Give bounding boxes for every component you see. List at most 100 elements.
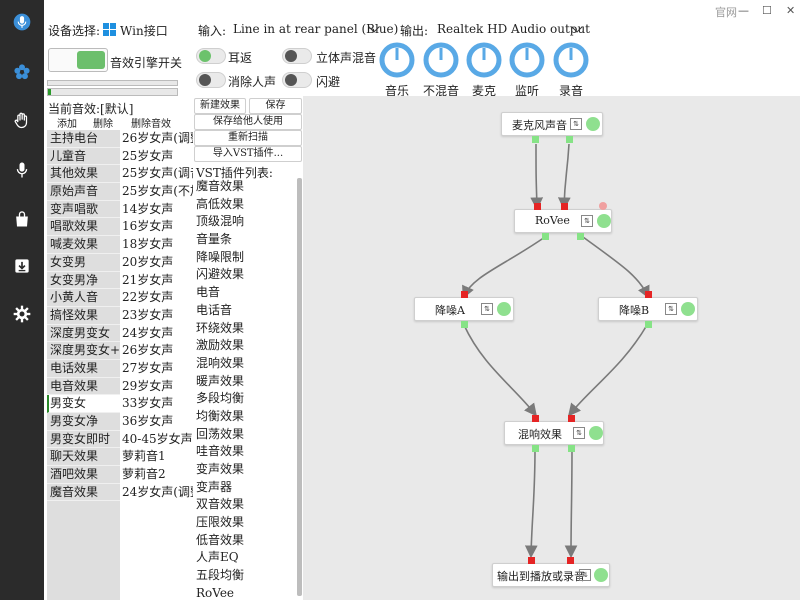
input-port[interactable] [645, 291, 652, 298]
vst-item[interactable]: 音量条 [196, 232, 233, 247]
monitor-volume-knob[interactable]: 监听 [509, 42, 545, 99]
ducking-toggle[interactable] [282, 72, 312, 88]
save-button[interactable]: 保存 [249, 98, 302, 114]
voice-item[interactable]: 20岁女声 [122, 254, 174, 269]
input-port[interactable] [461, 291, 468, 298]
input-port[interactable] [567, 557, 574, 564]
input-port[interactable] [532, 415, 539, 422]
preset-item[interactable]: 深度男变女+混响 [47, 342, 120, 360]
no-mix-knob[interactable]: 不混音 [423, 42, 459, 99]
voice-item[interactable]: 36岁女声 [122, 414, 174, 428]
node-settings-icon[interactable]: ⇅ [581, 215, 593, 227]
voice-item[interactable]: 33岁女声 [122, 396, 174, 411]
preset-item[interactable]: 变声唱歌 [47, 201, 120, 219]
preset-item[interactable]: 聊天效果 [47, 448, 120, 467]
vst-item[interactable]: 混响效果 [196, 355, 245, 370]
vst-item[interactable]: 低音效果 [196, 532, 245, 547]
preset-item[interactable]: 唱歌效果 [47, 218, 120, 237]
voice-item[interactable]: 40-45岁女声 [122, 431, 193, 446]
preset-item[interactable]: 喊麦效果 [47, 236, 120, 254]
output-port[interactable] [542, 233, 549, 240]
mic-icon[interactable] [0, 150, 44, 190]
input-port[interactable] [528, 557, 535, 564]
music-volume-knob[interactable]: 音乐 [379, 42, 415, 99]
vst-item[interactable]: RoVee [196, 585, 235, 600]
voice-item[interactable]: 24岁女声(调整后) [122, 484, 193, 499]
output-port[interactable] [566, 136, 573, 143]
voice-item[interactable]: 18岁女声 [122, 237, 174, 252]
vst-item[interactable]: 多段均衡 [196, 391, 245, 406]
official-site-link[interactable]: 官网 [715, 6, 737, 19]
preset-item[interactable]: 电话效果 [47, 360, 120, 378]
graph-node-rovee[interactable]: RoVee ⇅ [514, 209, 612, 233]
vst-item[interactable]: 电音 [196, 285, 221, 300]
new-effect-button[interactable]: 新建效果 [194, 98, 246, 114]
voice-item[interactable]: 24岁女声 [122, 325, 174, 340]
vst-item[interactable]: 环绕效果 [196, 320, 245, 335]
mic-volume-knob[interactable]: 麦克 [466, 42, 502, 99]
output-select[interactable]: Realtek HD Audio output [437, 22, 590, 36]
voice-item[interactable]: 27岁女声 [122, 360, 174, 375]
flower-icon[interactable] [0, 52, 44, 92]
graph-node-reverb[interactable]: 混响效果 ⇅ [504, 421, 604, 445]
vst-item[interactable]: 压限效果 [196, 515, 245, 530]
input-select[interactable]: Line in at rear panel (Blue) [233, 22, 399, 36]
device-value[interactable]: Win接口 [120, 24, 168, 38]
voice-item[interactable]: 萝莉音1 [122, 449, 166, 464]
node-settings-icon[interactable]: ⇅ [579, 569, 591, 581]
effect-graph-canvas[interactable]: 麦克风声音 ⇅ RoVee ⇅ 降噪A ⇅ 降噪B ⇅ 混响效果 ⇅ 输出到播放 [303, 96, 800, 600]
preset-item[interactable]: 原始声音 [47, 183, 120, 201]
vst-item[interactable]: 高低效果 [196, 196, 245, 211]
vst-item[interactable]: 魔音效果 [196, 179, 245, 193]
graph-node-mic[interactable]: 麦克风声音 ⇅ [501, 112, 603, 136]
voice-item[interactable]: 14岁女声 [122, 201, 174, 216]
vst-item[interactable]: 回荡效果 [196, 426, 245, 441]
preset-item[interactable]: 其他效果 [47, 165, 120, 184]
add-button[interactable]: 添加 [57, 119, 77, 130]
microphone-logo-icon[interactable] [0, 2, 44, 42]
vst-item[interactable]: 电话音 [196, 302, 233, 317]
voice-item[interactable]: 25岁女声 [122, 148, 174, 163]
record-volume-knob[interactable]: 录音 [553, 42, 589, 99]
voice-item[interactable]: 29岁女声 [122, 378, 174, 393]
vst-item[interactable]: 降噪限制 [196, 249, 245, 264]
hand-icon[interactable] [0, 100, 44, 140]
import-vst-button[interactable]: 导入VST插件... [194, 146, 302, 162]
vocal-remove-toggle[interactable] [196, 72, 226, 88]
voice-item[interactable]: 25岁女声(不加... [122, 184, 193, 199]
close-button[interactable]: ✕ [786, 4, 796, 17]
vst-item[interactable]: 激励效果 [196, 338, 245, 353]
maximize-button[interactable]: ☐ [762, 4, 772, 17]
node-settings-icon[interactable]: ⇅ [665, 303, 677, 315]
preset-item[interactable]: 男变女净 [47, 413, 120, 431]
preset-item[interactable]: 深度男变女 [47, 325, 120, 343]
output-port[interactable] [532, 445, 539, 452]
gear-icon[interactable] [0, 294, 44, 334]
bag-icon[interactable] [0, 199, 44, 239]
output-port[interactable] [461, 321, 468, 328]
preset-item[interactable]: 魔音效果 [47, 484, 120, 502]
voice-item[interactable]: 萝莉音2 [122, 467, 166, 482]
voice-item[interactable]: 26岁女声 [122, 343, 174, 358]
preset-item[interactable]: 主持电台 [47, 130, 120, 148]
preset-item[interactable]: 小黄人音 [47, 289, 120, 307]
delete-button[interactable]: 删除 [93, 119, 113, 130]
node-settings-icon[interactable]: ⇅ [481, 303, 493, 315]
vst-item[interactable]: 均衡效果 [196, 408, 245, 423]
ear-return-toggle[interactable] [196, 48, 226, 64]
input-port[interactable] [561, 203, 568, 210]
preset-item[interactable]: 搞怪效果 [47, 307, 120, 325]
preset-item[interactable]: 电音效果 [47, 378, 120, 396]
preset-item[interactable]: 酒吧效果 [47, 466, 120, 484]
voice-item[interactable]: 25岁女声(调音后) [122, 166, 193, 181]
preset-item[interactable]: 男变女即时 [47, 431, 120, 449]
vst-item[interactable]: 双音效果 [196, 497, 245, 512]
preset-item[interactable]: 女变男 [47, 254, 120, 272]
voice-item[interactable]: 23岁女声 [122, 307, 174, 322]
output-port[interactable] [577, 233, 584, 240]
preset-item[interactable]: 女变男净 [47, 272, 120, 290]
vst-item[interactable]: 暖声效果 [196, 373, 245, 388]
vst-item[interactable]: 哇音效果 [196, 444, 245, 459]
input-port[interactable] [568, 415, 575, 422]
vst-item[interactable]: 五段均衡 [196, 568, 245, 583]
